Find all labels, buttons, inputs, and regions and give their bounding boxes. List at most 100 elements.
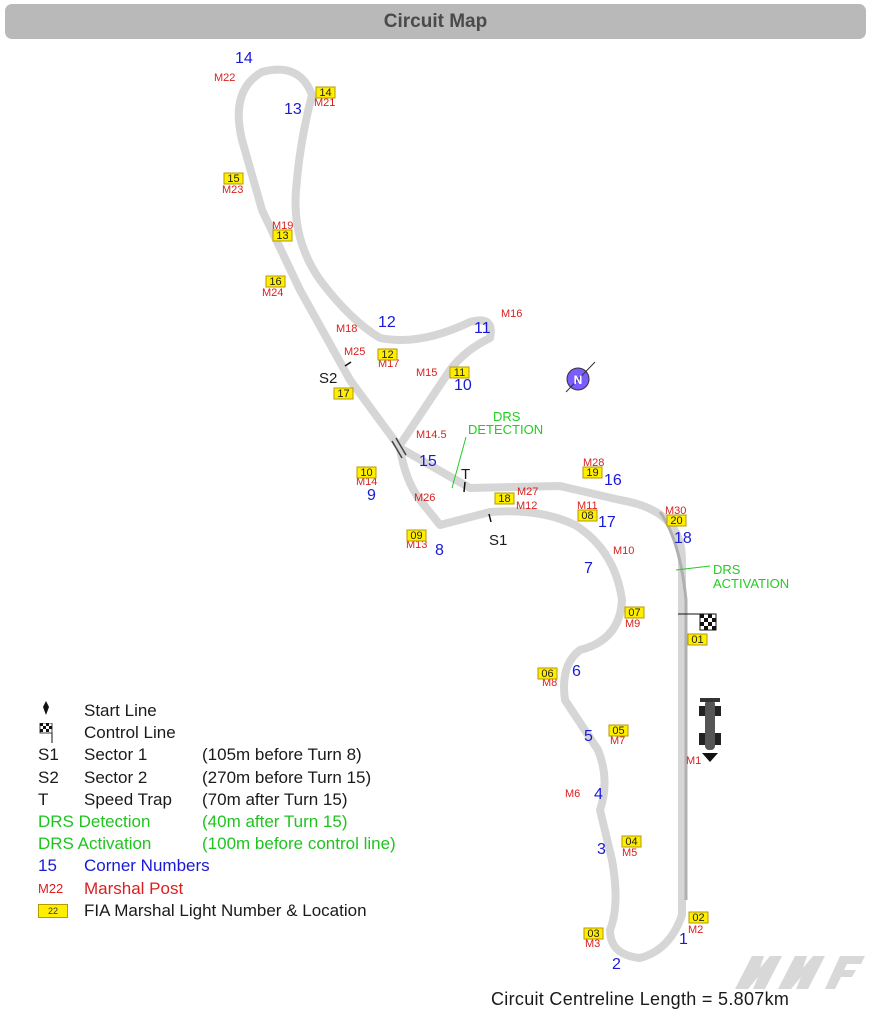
marshal-post: M18 (336, 323, 357, 335)
marshal-post: M15 (416, 367, 437, 379)
light-box: 02 (688, 911, 709, 924)
marshal-post: M24 (262, 287, 283, 299)
svg-text:16: 16 (269, 276, 281, 288)
svg-text:11: 11 (454, 367, 465, 379)
header-bar: Circuit Map (5, 4, 866, 39)
svg-text:N: N (574, 373, 583, 387)
corner-number: 2 (612, 956, 621, 973)
light-box: 06 (537, 667, 558, 680)
drs-activation-label: DRS (713, 562, 741, 577)
marshal-post: M2 (688, 924, 703, 936)
corner-number: 6 (572, 663, 581, 680)
svg-text:08: 08 (581, 510, 593, 522)
marshal-post: M16 (501, 308, 522, 320)
svg-text:02: 02 (692, 912, 704, 924)
corner-number: 14 (235, 50, 253, 67)
legend-corner-numbers: 15 Corner Numbers (38, 856, 210, 876)
corner-number: 10 (454, 377, 472, 394)
light-box: 17 (333, 387, 354, 400)
legend-speed-trap: T Speed Trap (70m after Turn 15) (38, 789, 348, 809)
svg-text:12: 12 (381, 349, 393, 361)
marshal-post: M17 (378, 358, 399, 370)
marshal-post: M8 (542, 677, 557, 689)
light-box: 05 (608, 724, 629, 737)
legend-drs-activation: DRS Activation (100m before control line… (38, 834, 396, 854)
s1-tick (488, 513, 492, 523)
light-box: 19 (582, 466, 603, 479)
marshal-post: M9 (625, 618, 640, 630)
corner-number: 18 (674, 530, 692, 547)
track-outline (234, 65, 686, 962)
light-box: 09 (406, 529, 427, 542)
chequered-flag-icon (38, 723, 84, 744)
corner-number: 13 (284, 101, 302, 118)
watermark-logo (735, 956, 865, 989)
svg-text:10: 10 (360, 467, 372, 479)
marshal-post: M10 (613, 545, 634, 557)
s1-marker: S1 (489, 532, 507, 549)
drs-detection-leader (451, 436, 467, 489)
legend-control-line: Control Line (38, 722, 498, 744)
marshal-post: M12 (516, 500, 537, 512)
svg-text:20: 20 (670, 515, 682, 527)
drs-activation-leader (675, 565, 711, 571)
f1-car-icon (699, 698, 721, 762)
legend: Start Line Control Line S1 Sector 1 (105… (38, 700, 498, 922)
corner-number: 4 (594, 786, 603, 803)
legend-light-number: 22 FIA Marshal Light Number & Location (38, 900, 498, 922)
svg-text:06: 06 (541, 668, 553, 680)
light-box: 10 (356, 466, 377, 479)
svg-text:07: 07 (628, 607, 640, 619)
svg-text:03: 03 (587, 928, 599, 940)
light-box: 04 (621, 835, 642, 848)
light-box: 11 (449, 366, 470, 379)
legend-sector-2: S2 Sector 2 (270m before Turn 15) (38, 767, 372, 787)
svg-text:15: 15 (227, 173, 239, 185)
control-mark (391, 440, 403, 459)
marshal-post: M22 (214, 72, 235, 84)
compass-icon: N (565, 361, 596, 393)
svg-text:19: 19 (586, 467, 598, 479)
svg-text:13: 13 (276, 230, 288, 242)
marshal-post: M21 (314, 97, 335, 109)
corner-number: 9 (367, 487, 376, 504)
marshal-post: M28 (583, 457, 604, 469)
speed-trap-marker: T (461, 466, 470, 483)
svg-text:05: 05 (612, 725, 624, 737)
page-title: Circuit Map (383, 10, 488, 32)
corner-number: 8 (435, 542, 444, 559)
legend-marshal-post: M22 Marshal Post (38, 878, 184, 898)
marshal-post: M30 (665, 505, 686, 517)
light-box: 22 (38, 903, 68, 918)
marshal-post: M27 (517, 486, 538, 498)
control-mark (395, 437, 407, 456)
corner-number: 15 (419, 453, 437, 470)
marshal-post: M3 (585, 938, 600, 950)
light-box: 15 (223, 172, 244, 185)
t-tick (463, 481, 466, 493)
circuit-length: Circuit Centreline Length = 5.807km (491, 989, 790, 1009)
marshal-post: M13 (406, 539, 427, 551)
marshal-post: M11 (577, 500, 598, 512)
legend-sector-1: S1 Sector 1 (105m before Turn 8) (38, 745, 362, 765)
light-box: 08 (577, 509, 598, 522)
light-box: 07 (624, 606, 645, 619)
s2-marker: S2 (319, 370, 337, 387)
marshal-post: M19 (272, 220, 293, 232)
corner-number: 1 (679, 931, 688, 948)
marshal-post: M14.5 (416, 429, 447, 441)
svg-text:14: 14 (319, 87, 331, 99)
light-box: 12 (377, 348, 398, 361)
light-box: 18 (494, 492, 515, 505)
svg-text:09: 09 (410, 530, 422, 542)
svg-text:18: 18 (498, 493, 510, 505)
corner-number: 11 (474, 320, 491, 337)
light-box: 13 (272, 229, 293, 242)
marshal-post: M23 (222, 184, 243, 196)
marshal-post: M7 (610, 735, 625, 747)
legend-start-line: Start Line (38, 700, 498, 722)
light-box: 14 (315, 86, 336, 99)
corner-number: 3 (597, 841, 606, 858)
pit-lane (658, 511, 688, 900)
